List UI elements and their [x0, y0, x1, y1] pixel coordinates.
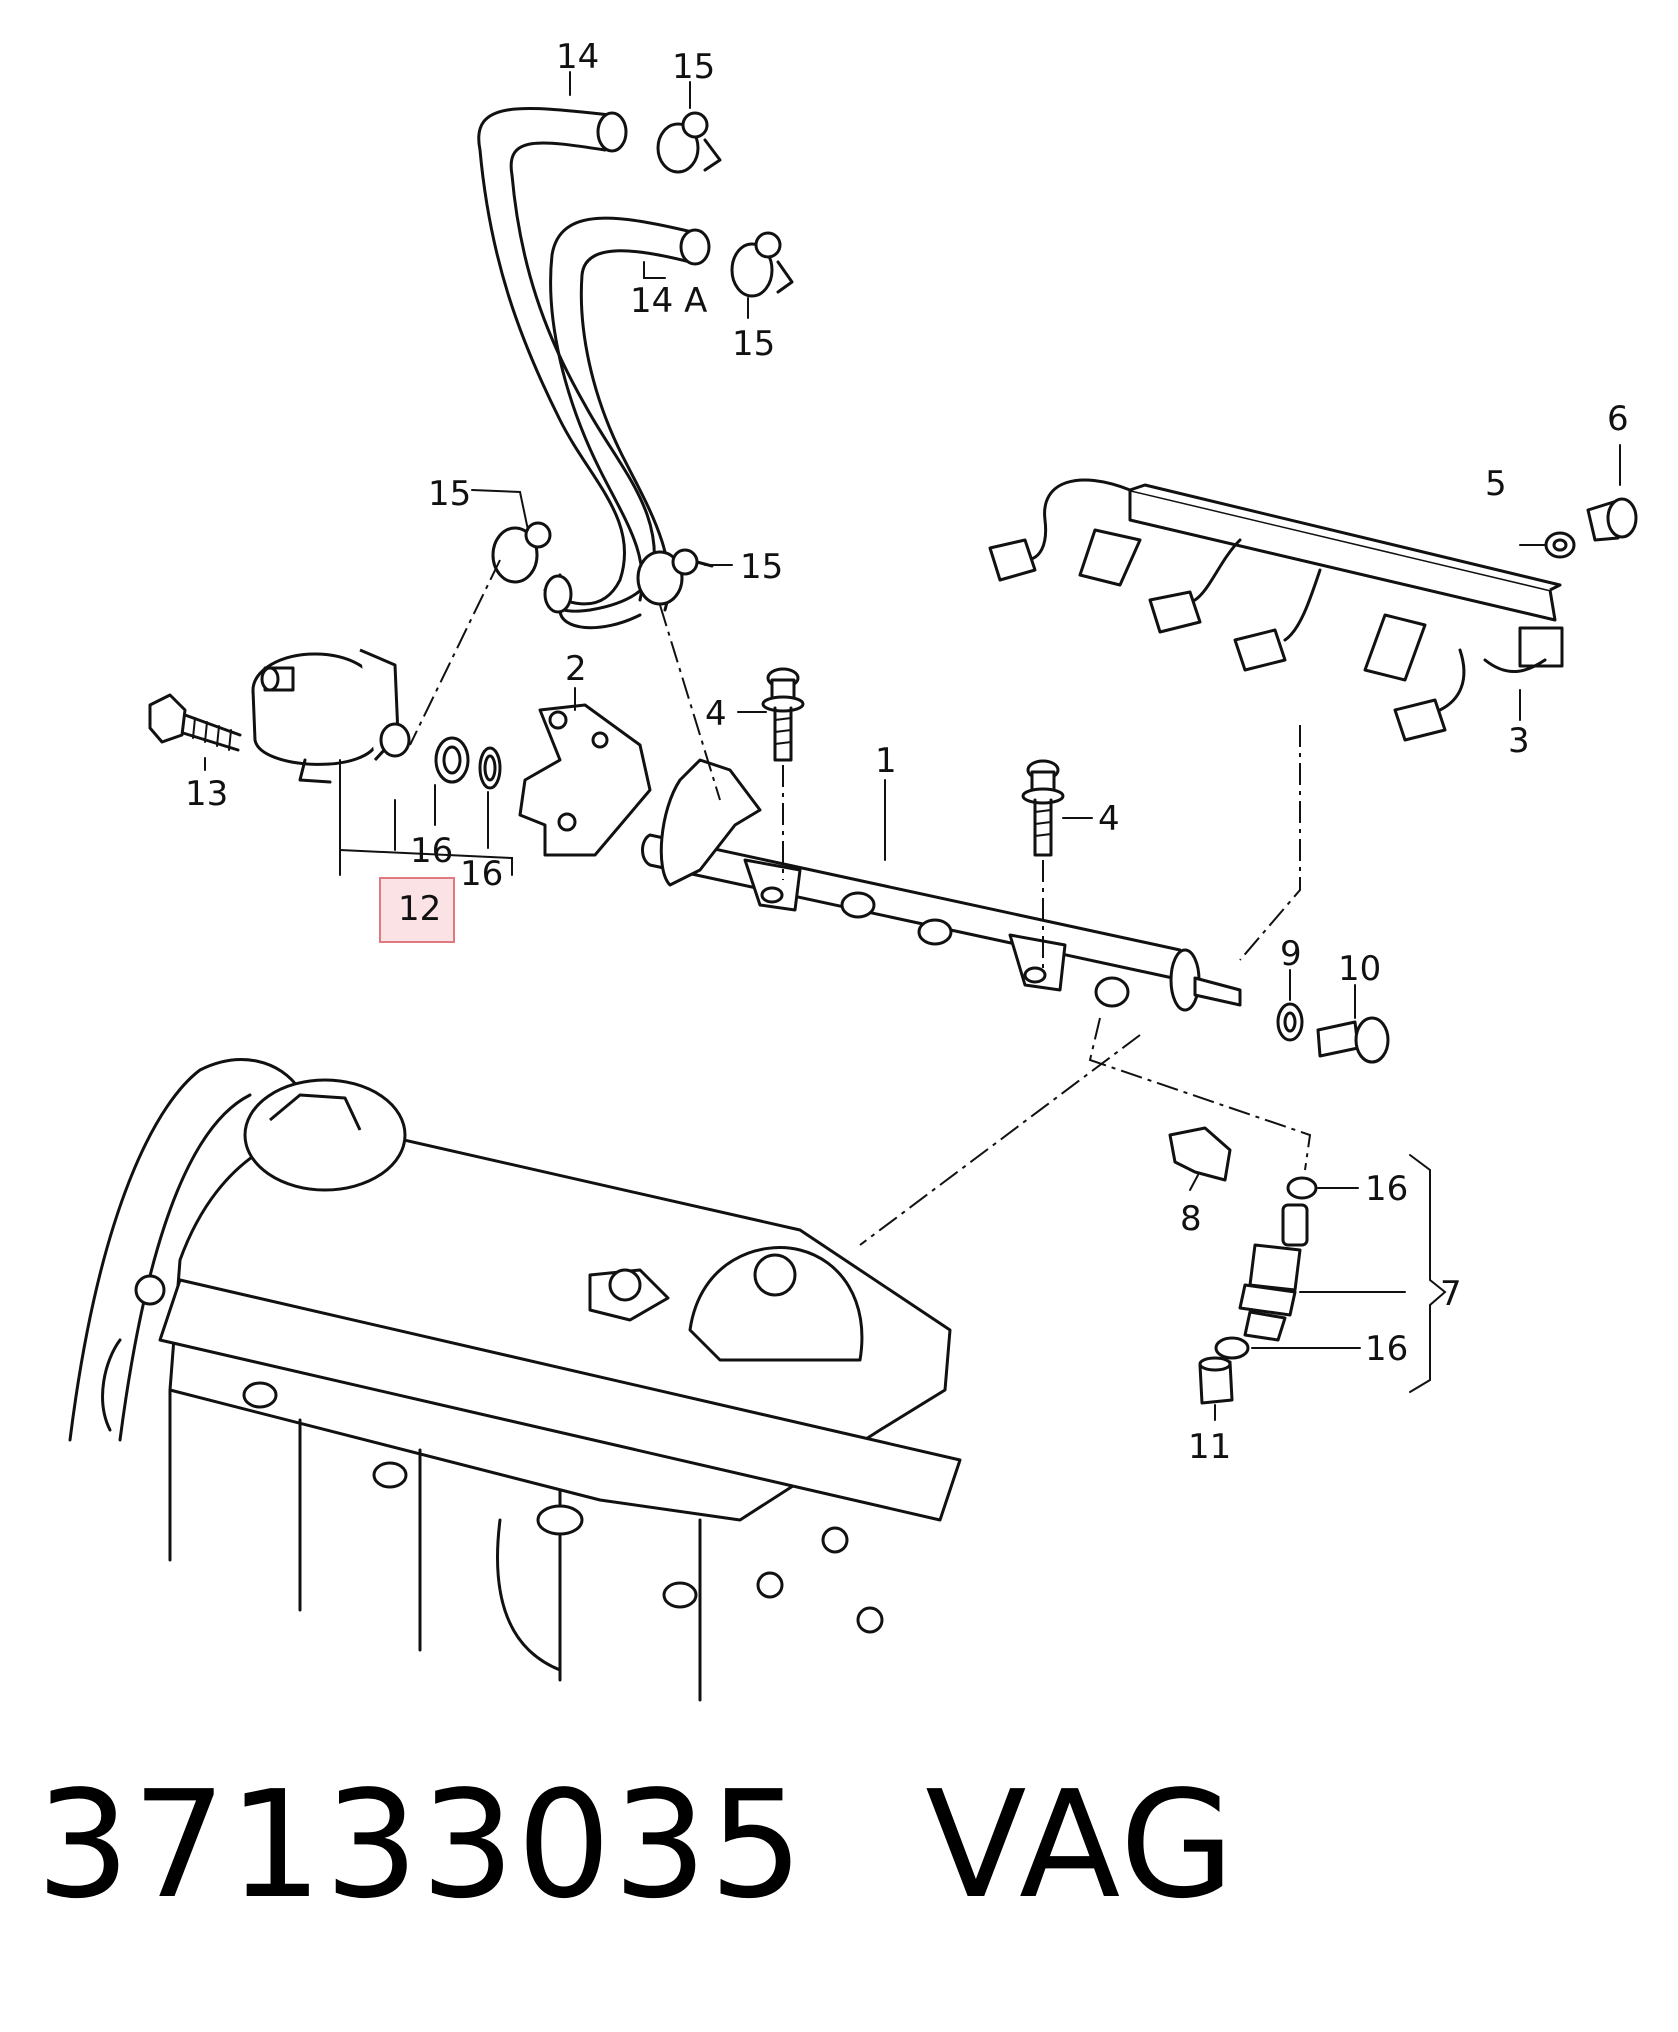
bolt-4-right — [1021, 759, 1065, 857]
part-caption: 37133035 VAG — [36, 1759, 1237, 1931]
callout-7: 7 — [1440, 1274, 1462, 1314]
pressure-regulator — [251, 648, 411, 784]
callout-3: 3 — [1508, 721, 1530, 761]
wiring-harness-3 — [988, 478, 1564, 742]
callout-13: 13 — [185, 774, 228, 814]
washer-5 — [1544, 531, 1576, 559]
callout-5: 5 — [1485, 464, 1507, 504]
callout-14: 14 — [556, 37, 599, 77]
hose-clamp-15-top — [656, 111, 722, 174]
bolt-6 — [1586, 497, 1638, 542]
bolt-10 — [1316, 1016, 1390, 1064]
o-ring-16-left — [434, 736, 470, 784]
fuel-rail-1 — [641, 758, 1242, 1012]
o-ring-16-injector-bottom — [1214, 1336, 1250, 1360]
callout-11: 11 — [1188, 1427, 1231, 1467]
o-ring-16-injector-top — [1286, 1176, 1318, 1200]
callout-4-right: 4 — [1098, 799, 1120, 839]
exploded-parts-diagram: 14 15 14 A 15 15 15 2 4 1 4 3 5 6 13 16 … — [68, 37, 1638, 1702]
hose-14 — [477, 106, 656, 606]
assembly-line-injector — [1088, 1017, 1312, 1171]
injector-7 — [1238, 1203, 1309, 1342]
callout-14a: 14 A — [630, 281, 707, 321]
brand-name: VAG — [925, 1759, 1237, 1931]
bracket-2 — [518, 703, 652, 857]
callout-15-mid: 15 — [732, 324, 775, 364]
hose-14a — [549, 216, 711, 612]
callout-9: 9 — [1280, 934, 1302, 974]
callout-15-top: 15 — [672, 47, 715, 87]
callout-6: 6 — [1607, 399, 1629, 439]
o-ring-16-right — [478, 746, 502, 790]
callout-16-regulator-right: 16 — [460, 854, 503, 894]
callout-12: 12 — [398, 889, 441, 929]
hose-clamp-15-right — [636, 548, 714, 606]
callout-10: 10 — [1338, 949, 1381, 989]
hose-lower-bend — [543, 573, 652, 630]
assembly-line-engine — [859, 1034, 1141, 1246]
callout-1: 1 — [875, 741, 897, 781]
seal-11 — [1198, 1356, 1234, 1405]
callout-2: 2 — [565, 649, 587, 689]
assembly-line-harness-rail — [1239, 725, 1301, 961]
engine-cylinder-head — [68, 1058, 962, 1702]
callout-16-injector-top: 16 — [1365, 1169, 1408, 1209]
part-number: 37133035 — [36, 1759, 806, 1931]
callout-15-right: 15 — [740, 547, 783, 587]
callout-4-left: 4 — [705, 694, 727, 734]
clip-8 — [1168, 1126, 1232, 1182]
highlight-box-12 — [379, 877, 455, 943]
callout-16-regulator-left: 16 — [410, 831, 453, 871]
assembly-line-clamp-regulator — [409, 559, 501, 746]
callout-15-left: 15 — [428, 474, 471, 514]
callout-16-injector-bottom: 16 — [1365, 1329, 1408, 1369]
assembly-line-clamp-rail — [659, 604, 721, 801]
bolt-13 — [148, 693, 242, 752]
callout-8: 8 — [1180, 1199, 1202, 1239]
bolt-4-left — [761, 667, 805, 762]
hose-clamp-15-left — [491, 521, 552, 584]
hose-clamp-15-mid — [730, 231, 794, 298]
washer-9 — [1276, 1002, 1304, 1042]
leader-lines — [204, 71, 1621, 1421]
